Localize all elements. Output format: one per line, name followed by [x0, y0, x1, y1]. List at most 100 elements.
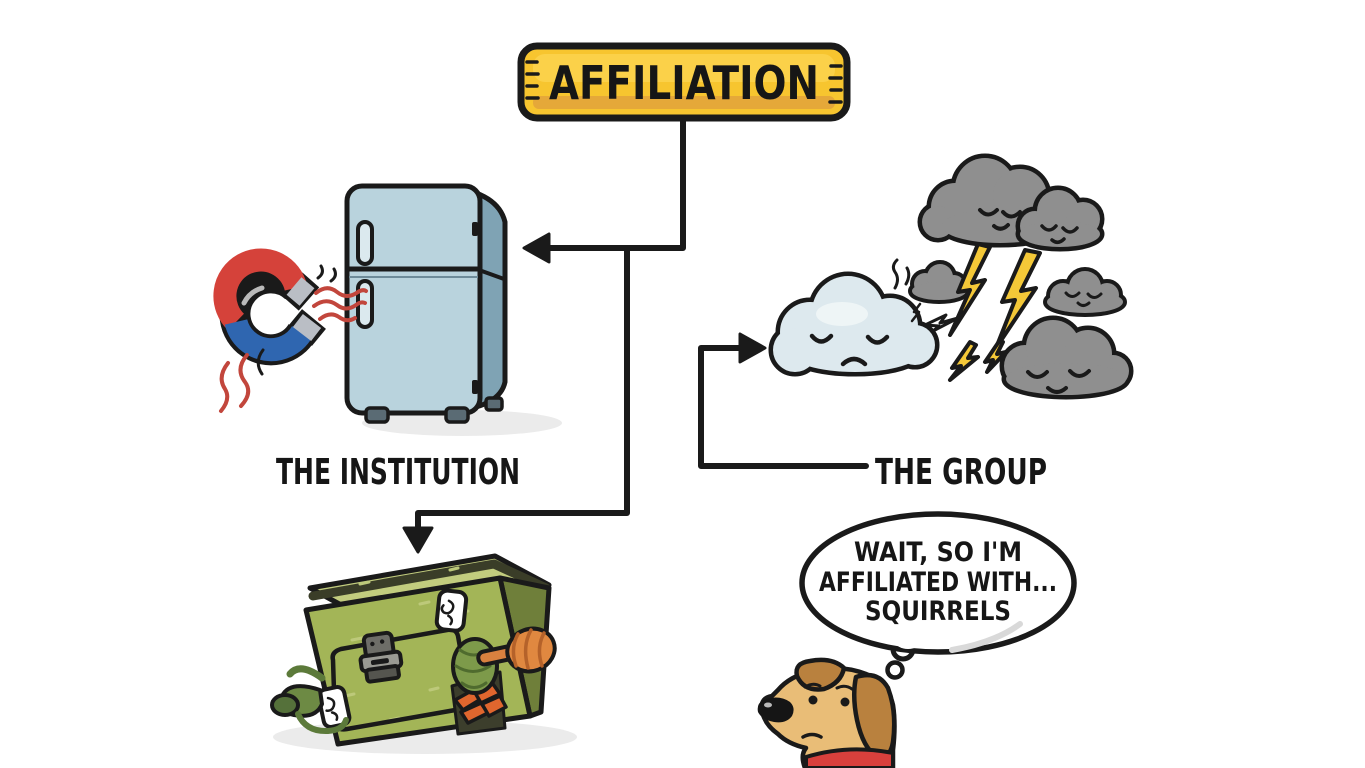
connector-grouplabel-to-cloud — [698, 345, 869, 469]
dog-nose-shine — [764, 702, 772, 708]
mallet-stripe — [537, 631, 546, 668]
mallet-stripe — [523, 628, 533, 670]
magnet-blue-arm — [224, 318, 312, 362]
latch-slot — [370, 658, 389, 666]
texture-fleck — [358, 580, 371, 586]
sad-cloud-illustration — [768, 271, 940, 377]
dog-eye-left — [808, 695, 818, 705]
group-label: THE GROUP — [875, 452, 1047, 493]
storm-cloud-right — [1015, 185, 1105, 252]
banner-highlight — [533, 54, 835, 82]
magnet-tip-bottom — [292, 313, 322, 342]
closed-eye-right — [1001, 210, 1022, 219]
thought-bubble: WAIT, SO I'M AFFILIATED WITH... SQUIRREL… — [799, 511, 1077, 680]
fridge-side-divider — [478, 268, 505, 281]
wave-line — [219, 361, 230, 413]
closed-eye-left — [1064, 291, 1081, 298]
lightning-bolts — [948, 242, 1042, 382]
dog-brow-right — [835, 684, 854, 691]
sad-mouth — [840, 356, 868, 367]
chest-latch — [358, 630, 404, 684]
white-zigzag-mark — [923, 313, 960, 333]
lightning-bolt-icon — [983, 338, 1008, 374]
squiggle-mark — [904, 266, 911, 286]
bubble-text-line2: AFFILIATED WITH... — [819, 567, 1057, 598]
artichoke — [451, 637, 499, 695]
cloud-face — [1064, 291, 1103, 307]
storm-cloud-mid-right — [1043, 267, 1127, 317]
fridge-front — [344, 183, 483, 416]
green-chest-illustration — [270, 553, 557, 747]
fridge-handle-top — [356, 220, 374, 266]
closed-eye-right — [1068, 369, 1091, 378]
banner-plank-notches — [525, 60, 843, 104]
texture-fleck — [418, 600, 431, 606]
sad-cloud-face — [809, 333, 890, 367]
slat-wedge — [480, 694, 508, 718]
texture-fleck — [448, 566, 460, 572]
arrowhead-down-icon — [402, 526, 434, 554]
smile-mouth — [1076, 301, 1091, 307]
dog-ear-left — [794, 657, 847, 692]
texture-fleck — [350, 636, 364, 642]
bubble-text-line1: WAIT, SO I'M — [854, 537, 1022, 568]
orange-mallet — [476, 626, 557, 674]
tiny-bolt-mark — [910, 302, 922, 323]
closed-eye-left — [1040, 224, 1058, 232]
cloud-face — [978, 208, 1022, 231]
artichoke-leaf-line — [454, 664, 492, 673]
magnet-attraction-waves — [219, 286, 368, 413]
squiggle-mark — [329, 267, 337, 283]
wave-line — [312, 299, 367, 311]
bubble-bump-patch — [895, 633, 921, 649]
worried-dog-illustration — [757, 657, 897, 768]
arrowhead-left-icon — [522, 232, 551, 264]
closed-eye-left — [978, 208, 999, 217]
wave-line — [314, 286, 368, 298]
storm-scribbles — [891, 258, 960, 333]
lightning-bolt-icon — [948, 340, 980, 382]
fridge-foot-side — [484, 396, 504, 412]
magnet-shine — [241, 285, 265, 306]
cloud-body — [912, 264, 966, 300]
fridge-foot-left — [364, 406, 390, 424]
wave-line — [318, 312, 357, 323]
fridge-hinge-bottom — [472, 380, 478, 394]
fridge-foot-right — [444, 406, 470, 424]
bubble-text-line3: SQUIRRELS — [865, 596, 1011, 627]
vine-bulb-tip — [270, 693, 300, 717]
smile-mouth — [992, 223, 1010, 231]
cloud-face — [1040, 224, 1079, 244]
latch-base — [364, 664, 401, 684]
cloud-body — [1020, 190, 1100, 247]
connector-banner-to-vault — [415, 245, 630, 535]
magnet-red-arm — [213, 248, 308, 331]
lightning-bolt-icon — [948, 242, 992, 337]
closed-eye-right — [865, 334, 890, 345]
bubble-inner-shade — [949, 621, 1023, 653]
tag-scribble — [440, 599, 455, 615]
texture-fleck — [428, 686, 440, 692]
institution-label: THE INSTITUTION — [276, 452, 520, 493]
squiggle-mark — [256, 348, 265, 376]
closed-eye-left — [809, 333, 834, 344]
mallet-stripe — [511, 632, 520, 668]
vine-stem — [286, 665, 326, 682]
vine-tendril — [295, 711, 349, 735]
dog-collar — [804, 747, 895, 768]
squiggle-mark — [891, 258, 899, 290]
affiliation-banner: AFFILIATION — [517, 42, 851, 122]
chest-tag-top — [434, 588, 469, 633]
closed-eye-left — [1026, 370, 1049, 379]
storm-cloud-bottom-right — [999, 315, 1134, 400]
latch-rivet — [370, 641, 375, 647]
tag-scribble — [325, 696, 336, 712]
horseshoe-magnet-illustration — [213, 248, 368, 413]
vine-sprout — [270, 665, 349, 735]
artichoke-leaf-line — [460, 681, 488, 689]
latch-rivet — [379, 639, 385, 644]
dog-eye-right — [840, 697, 850, 707]
squiggle-mark — [316, 264, 324, 280]
